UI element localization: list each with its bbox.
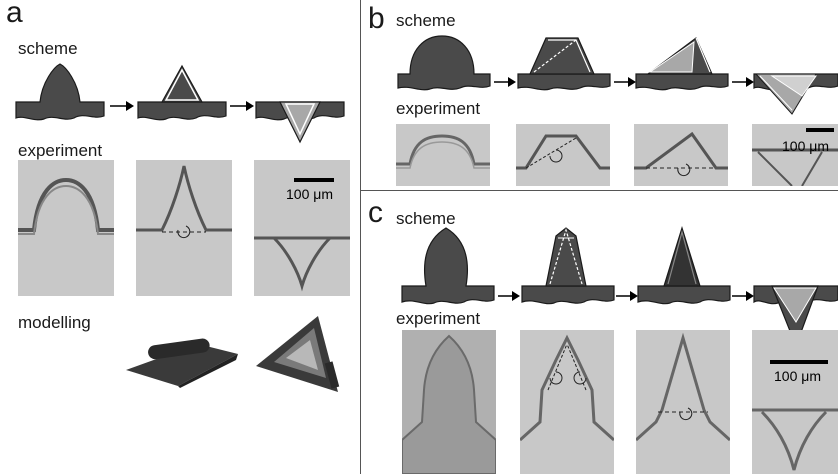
panel-a-model-2 <box>256 316 340 392</box>
panel-b-arrow-2 <box>614 77 636 87</box>
vertical-divider <box>360 0 361 474</box>
panel-a-scale-bar <box>294 178 334 182</box>
panel-b-scheme-step3 <box>635 37 729 91</box>
panel-a-model-1 <box>126 338 238 388</box>
panel-c-scheme-step1 <box>401 227 495 305</box>
panel-b-scheme-step4 <box>753 73 838 115</box>
panel-c-arrow-3 <box>732 291 754 301</box>
panel-a-scheme-label: scheme <box>18 39 78 58</box>
panel-a-scheme-step1 <box>15 63 105 121</box>
panel-a-scale-label: 100 μm <box>286 186 333 202</box>
panel-a-photo-3 <box>254 160 350 296</box>
panel-b-scheme-step2 <box>517 37 611 91</box>
panel-c-scheme-step3 <box>637 226 731 305</box>
panel-b-scheme-label: scheme <box>396 11 456 30</box>
panel-b-scale-bar <box>806 128 834 132</box>
panel-a-letter: a <box>6 0 23 29</box>
panel-b-photo-1 <box>396 124 490 186</box>
panel-c-arrow-2 <box>616 291 638 301</box>
panel-a-arrow-2 <box>230 101 254 111</box>
panel-a-experiment-label: experiment <box>18 141 103 160</box>
panel-a-photo-2 <box>136 160 232 296</box>
panel-a-arrow-1 <box>110 101 134 111</box>
panel-b-scheme-step1 <box>397 35 491 91</box>
panel-b-letter: b <box>368 2 385 35</box>
panel-b-photo-4 <box>752 124 838 186</box>
panel-b-photo-3 <box>634 124 728 186</box>
panel-c-scheme-step4 <box>753 285 838 348</box>
panel-a-scheme-step3 <box>255 101 345 144</box>
horizontal-divider <box>360 190 838 191</box>
panel-c-experiment-label: experiment <box>396 309 481 328</box>
panel-b-arrow-3 <box>732 77 754 87</box>
panel-b-arrow-1 <box>494 77 516 87</box>
panel-c-photo-3 <box>636 330 730 474</box>
panel-c-scheme-label: scheme <box>396 209 456 228</box>
panel-c-photo-1 <box>402 330 496 474</box>
panel-c-photo-4 <box>752 330 838 474</box>
panel-c-scheme-step2 <box>521 227 615 305</box>
panel-c-arrow-1 <box>498 291 520 301</box>
panel-b-experiment-label: experiment <box>396 99 481 118</box>
panel-c-letter: c <box>368 196 383 229</box>
panel-a-scheme-step2 <box>137 64 227 121</box>
panel-c-scale-label: 100 μm <box>774 368 821 384</box>
panel-c-scale-bar <box>770 360 828 364</box>
panel-b-scale-label: 100 μm <box>782 138 829 154</box>
panel-a-photo-1 <box>18 160 114 296</box>
panel-b-photo-2 <box>516 124 610 186</box>
panel-a-modelling-label: modelling <box>18 313 91 332</box>
panel-c-photo-2 <box>520 330 614 474</box>
